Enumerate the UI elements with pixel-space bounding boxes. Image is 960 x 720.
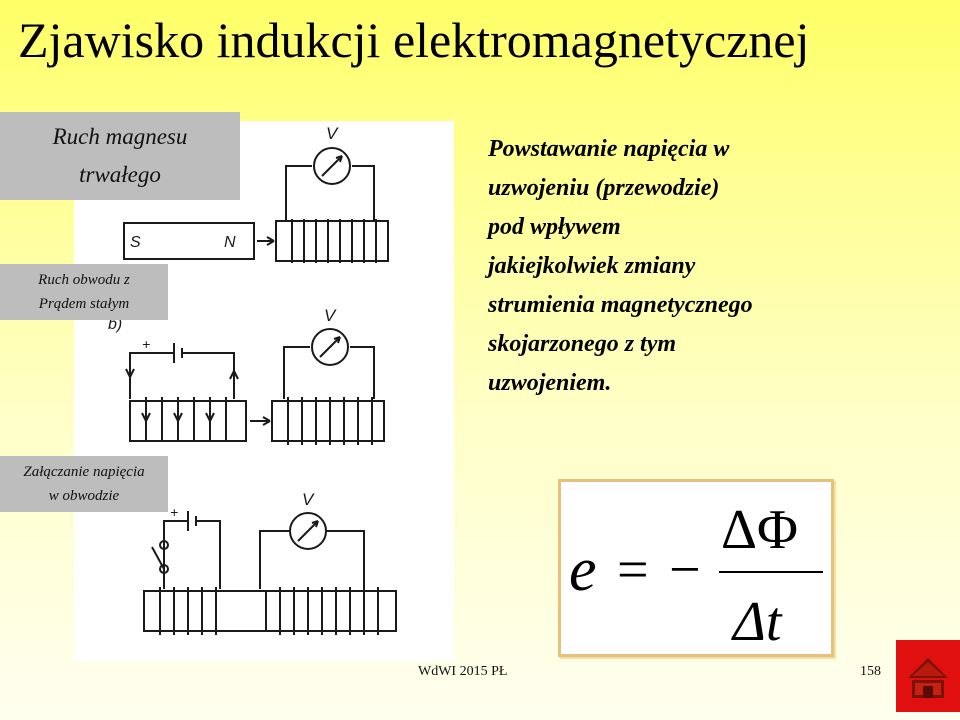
formula-svg: e = − ΔΦ Δt: [569, 499, 823, 653]
slide-title: Zjawisko indukcji elektromagnetycznej: [18, 12, 810, 68]
arrow-a: [257, 236, 275, 246]
induction-diagram-svg: V S N b) + V + V: [108, 124, 397, 635]
description-line: uzwojeniu (przewodzie): [488, 175, 720, 201]
description-line: Powstawanie napięcia w: [488, 136, 730, 162]
magnet-north-label: N: [224, 234, 236, 251]
description-line: uzwojeniem.: [488, 370, 612, 396]
voltmeter-a: [285, 147, 375, 221]
induction-description: Powstawanie napięcia w uzwojeniu (przewo…: [488, 130, 928, 403]
part-b-marker: b): [108, 316, 122, 333]
home-button[interactable]: [896, 640, 960, 712]
home-icon: [908, 658, 948, 698]
footer-course: WdWI 2015 PŁ: [418, 664, 508, 679]
formula-lhs: e: [569, 536, 597, 604]
description-line: jakiejkolwiek zmiany: [488, 253, 696, 279]
battery-plus-c: +: [170, 504, 178, 520]
battery-plus-b: +: [142, 336, 150, 352]
voltmeter-b: [283, 328, 375, 399]
faraday-formula: e = − ΔΦ Δt: [558, 479, 834, 657]
label-voltage-switching: Załączanie napięcia w obwodzie: [0, 456, 168, 512]
induction-diagram: V S N b) + V + V: [74, 121, 454, 661]
voltmeter-a-label: V: [326, 124, 339, 143]
coil-c-primary: [143, 587, 267, 635]
coil-b-primary: [129, 397, 247, 442]
coil-a: [275, 219, 389, 263]
battery-circuit-b: [125, 343, 239, 399]
coil-c-secondary: [265, 587, 397, 635]
formula-numerator: ΔΦ: [721, 499, 798, 561]
voltmeter-c-label: V: [302, 490, 315, 509]
formula-denominator: Δt: [731, 591, 783, 653]
description-line: pod wpływem: [488, 214, 621, 240]
formula-minus: −: [669, 539, 701, 601]
arrow-b: [250, 416, 271, 426]
label-magnet-motion: Ruch magnesu trwałego: [0, 112, 240, 200]
slide-number: 158: [860, 664, 881, 679]
coil-b-secondary: [271, 397, 385, 445]
description-line: strumienia magnetycznego: [488, 292, 753, 318]
voltmeter-b-label: V: [324, 306, 337, 325]
switch-circuit-c: [151, 511, 221, 589]
bar-magnet: [123, 222, 255, 260]
formula-equals: =: [617, 539, 649, 601]
voltmeter-c: [259, 512, 365, 589]
magnet-south-label: S: [130, 234, 141, 251]
description-line: skojarzonego z tym: [488, 331, 677, 357]
label-circuit-motion: Ruch obwodu z Prądem stałym: [0, 264, 168, 320]
